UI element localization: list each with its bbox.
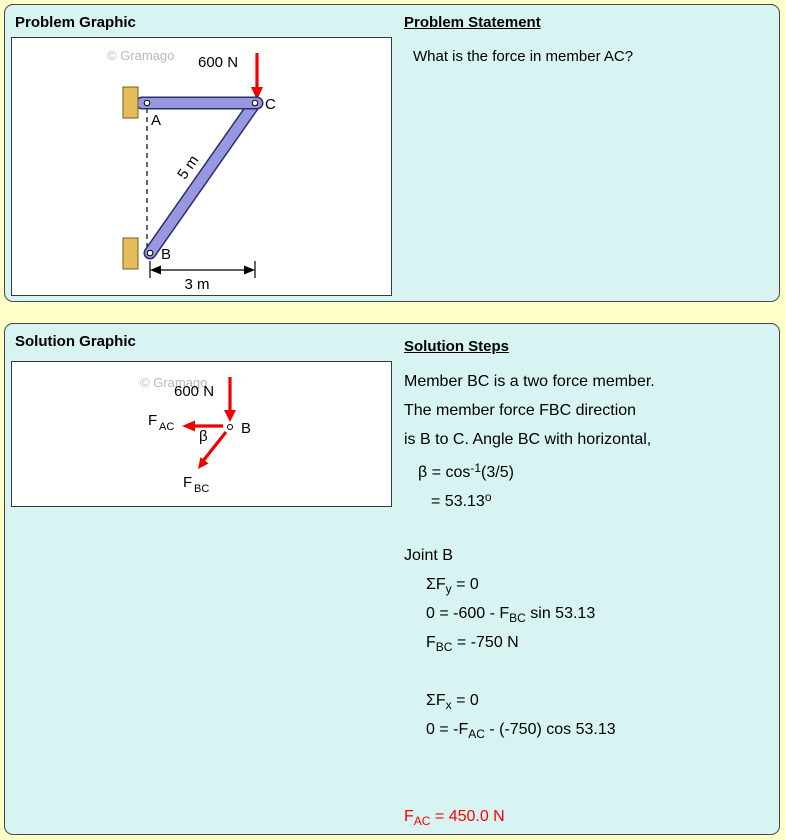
step-text: = 0 <box>451 692 479 709</box>
beta-angle-label: β <box>199 428 208 445</box>
step-text: 0 = -F <box>426 721 469 738</box>
watermark: © Gramago <box>140 375 207 390</box>
step-text: ΣF <box>426 576 446 593</box>
subscript: x <box>445 698 452 712</box>
pin-c <box>251 99 259 107</box>
svg-text:BC: BC <box>194 483 209 495</box>
wall-support-b <box>122 237 139 270</box>
fbd-fac-label: F AC <box>148 412 174 433</box>
problem-panel: Problem Graphic © Gramago 600 N <box>4 4 780 302</box>
free-body-diagram: © Gramago 600 N B F AC β F <box>140 375 251 495</box>
step-line-fbc-result: FBC = -750 N <box>404 628 778 657</box>
step-line-sum-fx: ΣFx = 0 <box>404 686 778 715</box>
problem-graphic-title: Problem Graphic <box>15 14 136 31</box>
subscript: BC <box>509 611 526 625</box>
pin-b <box>146 249 154 257</box>
force-arrow-c <box>251 53 263 100</box>
final-answer: FAC = 450.0 N <box>404 802 778 831</box>
node-c-label: C <box>265 96 276 113</box>
member-bc <box>143 96 262 260</box>
step-line-sum-fy: ΣFy = 0 <box>404 570 778 599</box>
step-line-beta-eq: β = cos-1(3/5) <box>404 454 778 483</box>
step-line-2: The member force FBC direction <box>404 396 778 425</box>
step-line-3: is B to C. Angle BC with horizontal, <box>404 425 778 454</box>
solution-graphic-title: Solution Graphic <box>15 333 136 350</box>
solution-steps-title: Solution Steps <box>404 338 509 355</box>
problem-statement-text: What is the force in member AC? <box>413 48 634 65</box>
problem-statement-section: Problem Statement What is the force in m… <box>404 14 776 65</box>
step-line-beta-value: = 53.13o <box>404 483 778 512</box>
step-text: (3/5) <box>481 464 514 481</box>
step-text: The member force FBC direction <box>404 402 637 419</box>
node-a-label: A <box>151 112 161 129</box>
subscript: BC <box>435 640 453 654</box>
fbd-fbc-arrow <box>198 431 228 469</box>
svg-text:F: F <box>148 412 157 429</box>
step-line-eq-fy: 0 = -600 - FBC sin 53.13 <box>404 599 778 628</box>
step-line-joint-b: Joint B <box>404 541 778 570</box>
step-text: = 53.13 <box>431 493 485 510</box>
superscript: o <box>484 490 492 504</box>
force-600n-label: 600 N <box>198 54 238 71</box>
spacer-line <box>404 512 778 541</box>
step-text: = 450.0 N <box>430 808 505 825</box>
step-text: β = cos <box>418 464 471 481</box>
fbd-fac-arrow <box>182 420 223 432</box>
step-text: - (-750) cos 53.13 <box>484 721 616 738</box>
dimension-3m <box>149 261 256 278</box>
problem-graphic-box: © Gramago 600 N A C B 5 m <box>11 37 392 296</box>
svg-text:AC: AC <box>159 421 174 433</box>
step-line-eq-fx: 0 = -FAC - (-750) cos 53.13 <box>404 715 778 744</box>
superscript: -1 <box>470 461 482 475</box>
pin-a <box>143 99 151 107</box>
step-text: is B to C. Angle BC with horizontal, <box>404 431 652 448</box>
spacer-line <box>404 657 778 686</box>
subscript: AC <box>468 727 485 741</box>
spacer-line <box>404 744 778 773</box>
solution-steps-body: Member BC is a two force member. The mem… <box>404 367 778 831</box>
step-text: sin 53.13 <box>525 605 596 622</box>
step-text: = -750 N <box>452 634 519 651</box>
fbd-force-arrow-down <box>224 377 236 422</box>
node-b-label: B <box>161 246 171 263</box>
truss-diagram: © Gramago 600 N A C B 5 m <box>107 48 276 293</box>
solution-panel: Solution Graphic © Gramago 600 N B F AC <box>4 323 780 835</box>
dim-3m-label: 3 m <box>184 276 209 293</box>
subscript: y <box>445 582 452 596</box>
wall-support-a <box>122 86 139 119</box>
svg-text:F: F <box>183 474 192 491</box>
step-text: 0 = -600 - F <box>426 605 510 622</box>
watermark: © Gramago <box>107 48 174 63</box>
step-text: ΣF <box>426 692 446 709</box>
step-text: F <box>404 808 414 825</box>
solution-steps-section: Solution Steps Member BC is a two force … <box>404 338 778 831</box>
step-line-1: Member BC is a two force member. <box>404 367 778 396</box>
step-text: Joint B <box>404 547 453 564</box>
step-text: Member BC is a two force member. <box>404 373 655 390</box>
problem-statement-title: Problem Statement <box>404 14 541 31</box>
solution-graphic-box: © Gramago 600 N B F AC β F <box>11 361 392 507</box>
step-text: = 0 <box>451 576 479 593</box>
fbd-fbc-label: F BC <box>183 474 209 495</box>
fbd-600n-label: 600 N <box>174 383 214 400</box>
fbd-node-b-label: B <box>241 420 251 437</box>
subscript: AC <box>413 814 431 828</box>
spacer-line <box>404 773 778 802</box>
step-text: F <box>426 634 436 651</box>
fbd-joint-b <box>227 424 233 430</box>
